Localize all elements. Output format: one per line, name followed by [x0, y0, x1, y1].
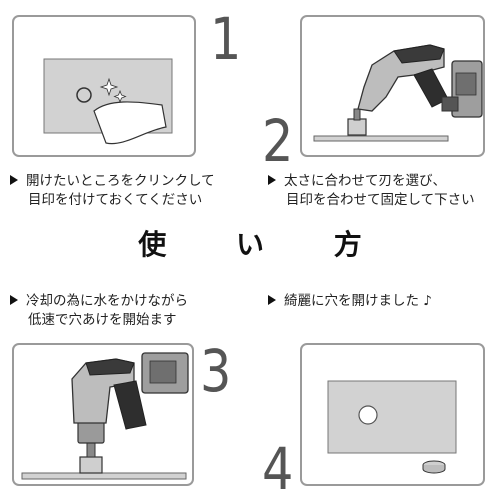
board-with-hole-icon: [327, 380, 457, 474]
step-3-number: 3: [200, 337, 232, 405]
step-2-caption: 太さに合わせて刃を選び、 目印を合わせて固定して下さい: [268, 172, 475, 210]
step-2-panel: [300, 15, 485, 157]
step-2-caption-line2: 目印を合わせて固定して下さい: [286, 192, 475, 208]
step-1-caption-line2: 目印を付けておくてください: [28, 192, 203, 208]
triangle-right-icon: [10, 175, 18, 185]
triangle-right-icon: [268, 175, 276, 185]
triangle-right-icon: [268, 295, 276, 305]
step-1-number: 1: [210, 5, 242, 73]
triangle-right-icon: [10, 295, 18, 305]
step-3-caption-line1: 冷却の為に水をかけながら: [26, 293, 188, 309]
drill-with-hole-saw-icon: [313, 44, 483, 142]
marked-board-icon: [43, 58, 173, 145]
step-3-panel: [12, 343, 194, 486]
step-4-panel: [300, 343, 485, 486]
step-2-caption-line1: 太さに合わせて刃を選び、: [284, 173, 446, 189]
step-1-caption-line1: 開けたいところをクリンクして: [26, 173, 215, 189]
page-title: 使 い 方: [138, 228, 392, 261]
step-4-number: 4: [262, 435, 294, 503]
step-1-panel: [12, 15, 196, 157]
drill-cutting-icon: [21, 352, 189, 480]
step-2-number: 2: [262, 107, 294, 175]
step-4-caption-line1: 綺麗に穴を開けました ♪: [284, 293, 432, 309]
step-1-caption: 開けたいところをクリンクして 目印を付けておくてください: [10, 172, 215, 210]
step-4-caption: 綺麗に穴を開けました ♪: [268, 292, 432, 311]
step-3-caption: 冷却の為に水をかけながら 低速で穴あけを開始ます: [10, 292, 188, 330]
step-3-caption-line2: 低速で穴あけを開始ます: [28, 312, 177, 328]
